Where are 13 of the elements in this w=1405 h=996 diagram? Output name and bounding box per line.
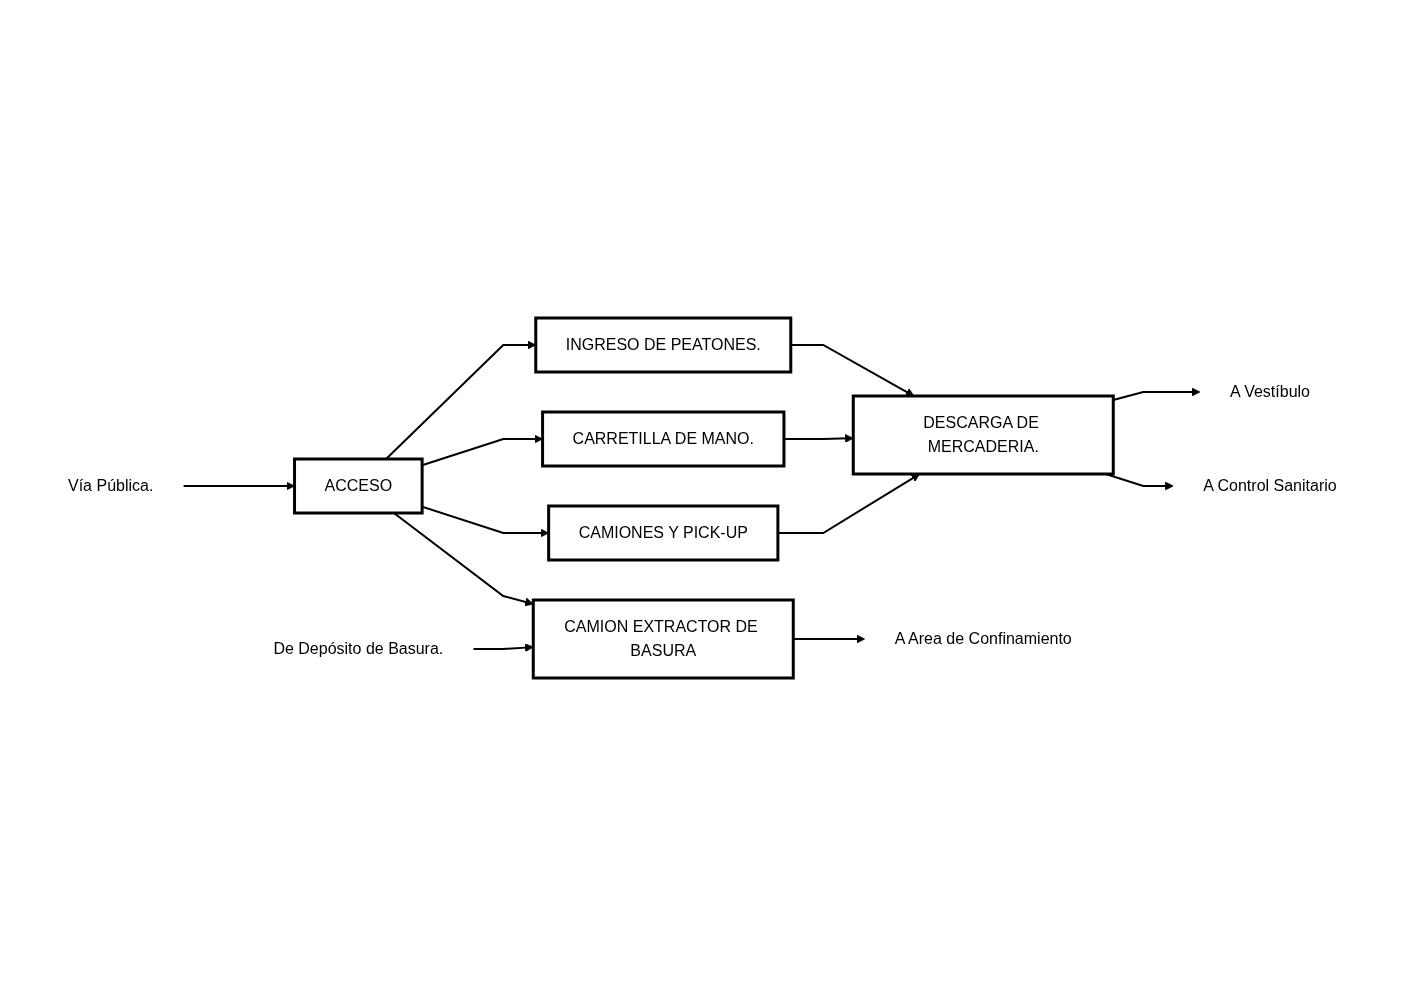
arrow (1112, 387, 1201, 402)
node-text: Vía Pública. (68, 477, 154, 494)
node-box: CARRETILLA DE MANO. (541, 410, 786, 468)
node-box: DESCARGA DE MERCADERIA. (851, 394, 1115, 476)
node-text: A Control Sanitario (1203, 477, 1337, 494)
node-box: CAMION EXTRACTOR DE BASURA (531, 598, 795, 680)
node-text: A Area de Confinamiento (894, 630, 1072, 647)
node-box: ACCESO (293, 457, 424, 515)
node-text: De Depósito de Basura. (273, 640, 444, 657)
node-text: A Vestíbulo (1230, 383, 1311, 400)
node-box: CAMIONES Y PICK-UP (547, 504, 780, 562)
node-box: INGRESO DE PEATONES. (534, 316, 793, 374)
arrow (472, 643, 534, 652)
